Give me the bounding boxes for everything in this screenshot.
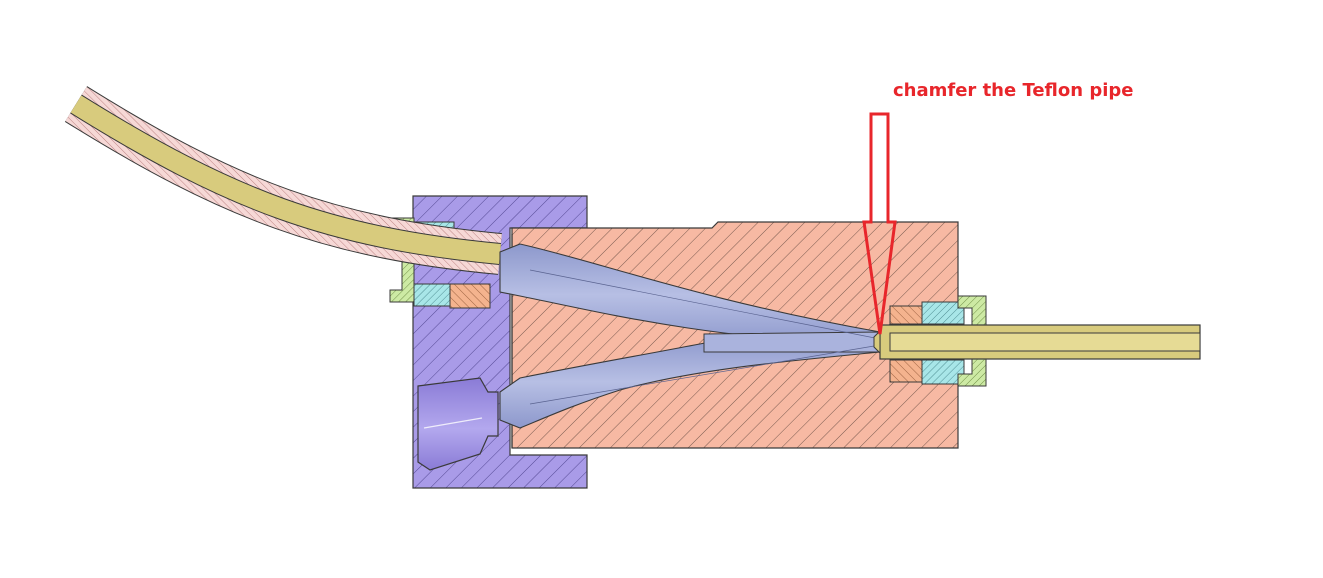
channel-centerline-lower: [529, 344, 881, 405]
left-fitting-cyan-bottom: [413, 283, 455, 307]
down-arrow-icon: [862, 112, 897, 335]
lower-channel: [499, 335, 881, 429]
left-tube-core: [70, 95, 501, 264]
right-fitting-orange-bottom: [889, 359, 923, 383]
right-fitting-cyan-bottom: [921, 359, 965, 385]
left-tube-sheath-fill: [65, 87, 502, 274]
tube-chamfer-tip: [873, 329, 881, 355]
right-tube-core: [889, 332, 1201, 352]
knob-plug: [417, 377, 499, 471]
right-fitting-cyan-top: [921, 301, 965, 325]
merge-channel: [703, 331, 881, 353]
right-fitting-orange-top: [889, 305, 923, 325]
left-fitting-orange-bottom: [449, 283, 491, 309]
channel-centerline: [529, 269, 881, 340]
chamfer-annotation: chamfer the Teflon pipe: [893, 80, 1134, 101]
knob-highlight: [423, 417, 483, 429]
